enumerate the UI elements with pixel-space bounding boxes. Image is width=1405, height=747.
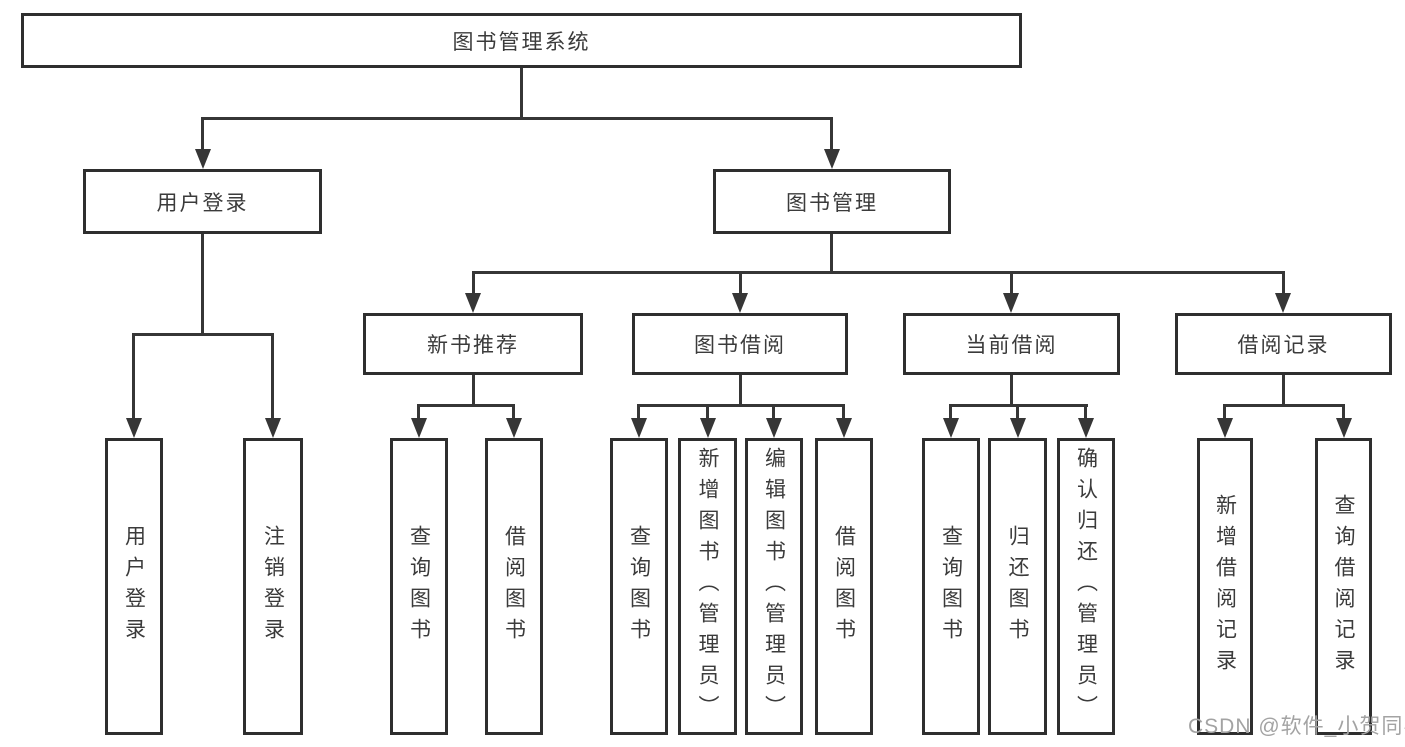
arrow-down-icon xyxy=(700,418,716,438)
connector-line xyxy=(1010,271,1013,297)
arrow-down-icon xyxy=(1336,418,1352,438)
node-confirm-return-admin: 确认归还（管理员） xyxy=(1057,438,1115,735)
connector-line xyxy=(830,234,833,274)
connector-line xyxy=(637,404,640,420)
node-library-management-system: 图书管理系统 xyxy=(21,13,1022,68)
node-current-borrow: 当前借阅 xyxy=(903,313,1120,375)
connector-line xyxy=(201,117,832,120)
connector-line xyxy=(637,404,845,407)
connector-line xyxy=(201,117,204,151)
arrow-down-icon xyxy=(506,418,522,438)
arrow-down-icon xyxy=(1003,293,1019,313)
node-add-borrow-record: 新增借阅记录 xyxy=(1197,438,1253,735)
node-query-books-recommend: 查询图书 xyxy=(390,438,448,735)
node-add-book-admin: 新增图书（管理员） xyxy=(678,438,737,735)
arrow-down-icon xyxy=(732,293,748,313)
connector-line xyxy=(1010,375,1013,407)
arrow-down-icon xyxy=(943,418,959,438)
node-borrow-books-leaf: 借阅图书 xyxy=(815,438,873,735)
connector-line xyxy=(949,404,952,420)
node-borrow-books-recommend: 借阅图书 xyxy=(485,438,543,735)
arrow-down-icon xyxy=(836,418,852,438)
connector-line xyxy=(417,404,420,420)
node-return-book: 归还图书 xyxy=(988,438,1047,735)
node-user-login: 用户登录 xyxy=(83,169,322,234)
connector-line xyxy=(417,404,515,407)
node-query-books-borrow: 查询图书 xyxy=(610,438,668,735)
node-book-management: 图书管理 xyxy=(713,169,951,234)
connector-line xyxy=(472,271,1284,274)
connector-line xyxy=(772,404,775,420)
connector-line xyxy=(472,271,475,297)
connector-line xyxy=(1223,404,1226,420)
connector-line xyxy=(472,375,475,407)
connector-line xyxy=(706,404,709,420)
connector-line xyxy=(271,333,274,420)
arrow-down-icon xyxy=(1275,293,1291,313)
arrow-down-icon xyxy=(126,418,142,438)
connector-line xyxy=(1282,375,1285,407)
arrow-down-icon xyxy=(824,149,840,169)
arrow-down-icon xyxy=(1217,418,1233,438)
arrow-down-icon xyxy=(631,418,647,438)
node-edit-book-admin: 编辑图书（管理员） xyxy=(745,438,803,735)
connector-line xyxy=(201,234,204,336)
node-borrow-records: 借阅记录 xyxy=(1175,313,1392,375)
connector-line xyxy=(520,68,523,120)
arrow-down-icon xyxy=(195,149,211,169)
node-book-borrow: 图书借阅 xyxy=(632,313,848,375)
connector-line xyxy=(132,333,135,420)
connector-line xyxy=(739,271,742,297)
csdn-watermark: CSDN @软件_小贺同学 xyxy=(1188,715,1405,738)
connector-line xyxy=(830,117,833,151)
node-logout: 注销登录 xyxy=(243,438,303,735)
node-query-books-current: 查询图书 xyxy=(922,438,980,735)
connector-line xyxy=(739,375,742,407)
connector-line xyxy=(1084,404,1087,420)
arrow-down-icon xyxy=(1010,418,1026,438)
arrow-down-icon xyxy=(465,293,481,313)
connector-line xyxy=(132,333,274,336)
connector-line xyxy=(1223,404,1344,407)
connector-line xyxy=(842,404,845,420)
arrow-down-icon xyxy=(411,418,427,438)
connector-line xyxy=(1282,271,1285,297)
connector-line xyxy=(1342,404,1345,420)
arrow-down-icon xyxy=(766,418,782,438)
arrow-down-icon xyxy=(1078,418,1094,438)
node-user-login-leaf: 用户登录 xyxy=(105,438,163,735)
node-new-book-recommend: 新书推荐 xyxy=(363,313,583,375)
arrow-down-icon xyxy=(265,418,281,438)
node-query-borrow-record: 查询借阅记录 xyxy=(1315,438,1372,735)
connector-line xyxy=(512,404,515,420)
connector-line xyxy=(1016,404,1019,420)
